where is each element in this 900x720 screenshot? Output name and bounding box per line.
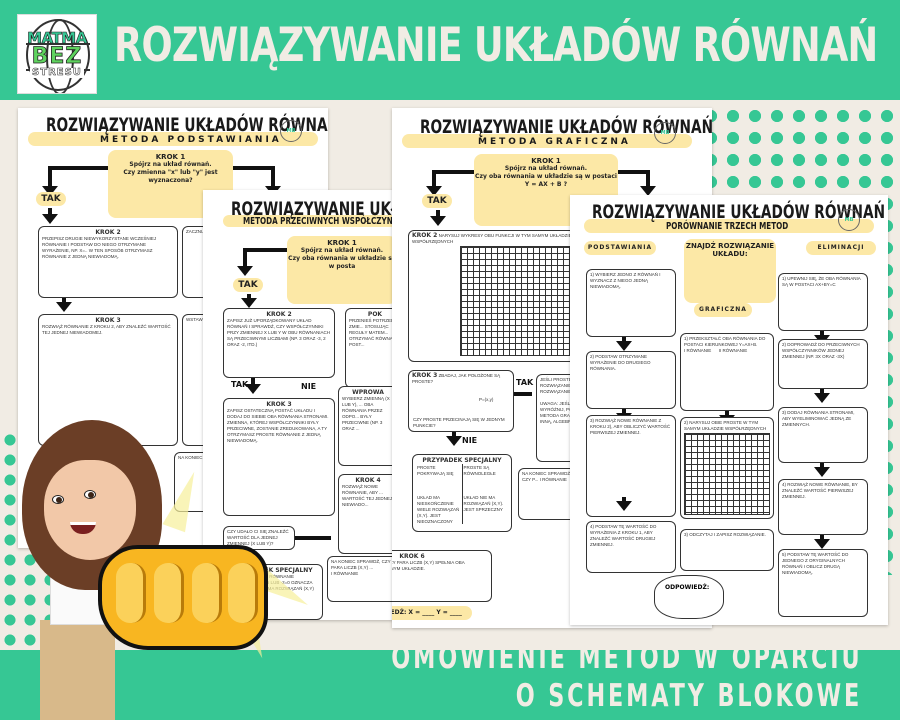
main-title: ROZWIĄZYWANIE UKŁADÓW RÓWNAŃ	[114, 18, 878, 73]
krok3-box: KROK 3 ZAPISZ OSTATECZNĄ POSTAĆ UKŁADU I…	[223, 398, 335, 516]
sub-step-1: 1) WYBIERZ JEDNO Z RÓWNAŃ I WYZNACZ Z NI…	[586, 269, 676, 337]
footer-line-1: OMÓWIENIE METOD W OPARCIU	[390, 640, 862, 676]
page-title: ROZWIĄZYWANIE UKŁADÓW RÓWNAŃ	[420, 116, 712, 138]
page-subtitle: METODA GRAFICZNA	[478, 137, 631, 147]
answer-cloud: ODPOWIEDŹ:	[654, 575, 724, 619]
worksheet-opposite-coefficients: ROZWIĄZYWANIE UKŁADÓW R METODA PRZECIWNY…	[203, 190, 393, 620]
yes-label-2: TAK	[231, 380, 249, 389]
final-check-box: NA KONIEC SPRAWDŹ, CZY P... I RÓWNANIE	[518, 468, 578, 520]
coordinate-grid	[684, 433, 770, 515]
final-check-box: NA KONIEC SPRAWDŹ, CZY PARA LICZB (X,Y) …	[327, 556, 393, 602]
yes-label-2: TAK	[516, 378, 534, 387]
graphical-label: GRAFICZNA	[694, 303, 752, 317]
mini-logo: MB	[280, 120, 302, 142]
no-label: NIE	[301, 382, 317, 391]
elimination-label: ELIMINACJI	[806, 241, 876, 255]
yes-label: TAK	[233, 278, 263, 292]
substitution-label: PODSTAWIANIA	[584, 241, 656, 255]
page-title: ROZWIĄZYWANIE UKŁADÓW RÓWNAŃ	[592, 201, 886, 223]
graph-step-1: 1) PRZEKSZTAŁĆ OBA RÓWNANIA DO POSTACI K…	[680, 333, 774, 411]
page-title: ROZWIĄZYWANIE UKŁADÓW R	[231, 198, 393, 220]
answer-field: ODPOWIEDŹ: X = ____ Y = ____	[392, 606, 472, 620]
page-subtitle: PORÓWNANIE TRZECH METOD	[666, 221, 789, 232]
footer-line-2: O SCHEMATY BLOKOWE	[515, 678, 862, 714]
matma-bez-stresu-logo: MATMA BEZ STRESU	[17, 14, 97, 94]
center-box: ZNAJDŹ ROZWIĄZANIE UKŁADU:	[684, 239, 776, 303]
sub-step-4: 4) PODSTAW TĘ WARTOŚĆ DO WYRAŻENIA Z KRO…	[586, 521, 676, 573]
krok3-box: KROK 3 ROZWIĄŻ RÓWNANIE Z KROKU 2, ABY Z…	[38, 314, 178, 446]
mini-logo: MB	[838, 209, 860, 231]
elim-step-1: 1) UPEWNIJ SIĘ, ŻE OBA RÓWNANIA SĄ W POS…	[778, 273, 868, 331]
coordinate-grid	[460, 246, 574, 356]
avatar-pants	[40, 620, 115, 720]
sub-step-2: 2) PODSTAW OTRZYMANE WYRAŻENIE DO DRUGIE…	[586, 351, 676, 409]
page-subtitle: METODA PRZECIWNYCH WSPÓŁCZYNNIK	[243, 216, 393, 227]
question-box: CZY UDAŁO CI SIĘ ZNALEŹĆ WARTOŚĆ DLA JED…	[223, 526, 295, 550]
elim-step-5: 5) PODSTAW TĘ WARTOŚĆ DO JEDNEGO Z ORYGI…	[778, 549, 868, 617]
yes-label: TAK	[36, 192, 66, 206]
elim-step-3: 3) DODAJ RÓWNANIA STRONAMI, ABY WYELIMIN…	[778, 407, 868, 463]
avatar-face	[44, 460, 136, 560]
special-case-box: PRZYPADEK SPECJALNY PROSTE POKRYWAJĄ SIĘ…	[412, 454, 512, 532]
worksheet-comparison: ROZWIĄZYWANIE UKŁADÓW RÓWNAŃ PORÓWNANIE …	[570, 195, 888, 625]
no-label: NIE	[462, 436, 478, 445]
logo-line1: MATMA	[27, 28, 88, 47]
krok1-box: KROK 1 Spójrz na układ równań. Czy oba r…	[287, 236, 393, 304]
page-subtitle: METODA PODSTAWIANIA	[100, 135, 282, 145]
logo-line2: BEZ	[31, 43, 83, 69]
sub-step-3: 3) ROZWIĄŻ NOWE RÓWNANIE Z KROKU 2), ABY…	[586, 415, 676, 517]
logo-line3: STRESU	[30, 66, 84, 78]
krok2-box: KROK 2 PRZEPISZ DRUGIE NIEWYKORZYSTANE W…	[38, 226, 178, 298]
krok4-box: KROK 4 ROZWIĄŻ NOWE RÓWNANIE, ABY ... WA…	[338, 474, 393, 554]
krok2-box: KROK 2 ZAPISZ JUŻ UPORZĄDKOWANY UKŁAD RÓ…	[223, 308, 335, 378]
header-banner: MATMA BEZ STRESU ROZWIĄZYWANIE UKŁADÓW R…	[0, 0, 900, 100]
mini-logo: MB	[654, 122, 676, 144]
elim-step-4: 4) ROZWIĄŻ NOWE RÓWNANIE, BY ZNALEŹĆ WAR…	[778, 479, 868, 535]
page-title: ROZWIĄZYWANIE UKŁADÓW RÓWNAŃ	[46, 114, 328, 136]
elim-step-2: 2) DOPROWADŹ DO PRZECIWNYCH WSPÓŁCZYNNIK…	[778, 339, 868, 389]
krok3-box: KROK 3 ZBADAJ, JAK POŁOŻONE SĄ PROSTE? P…	[408, 370, 514, 432]
yes-label: TAK	[422, 194, 452, 208]
rearrange-box: POK PRZENIEŚ POTRZEBNE ZMIE... STOSUJĄC …	[345, 308, 393, 388]
intro-box: WPROWA WYBIERZ ZMIENNĄ (X LUB Y), ... OB…	[338, 386, 393, 466]
graph-step-3: 3) ODCZYTAJ I ZAPISZ ROZWIĄZANIE.	[680, 529, 774, 571]
fist-icon	[98, 545, 268, 650]
krok6-box: KROK 6 NA KONIEC SPRAWDŹ, CZY PARA LICZB…	[392, 550, 492, 602]
